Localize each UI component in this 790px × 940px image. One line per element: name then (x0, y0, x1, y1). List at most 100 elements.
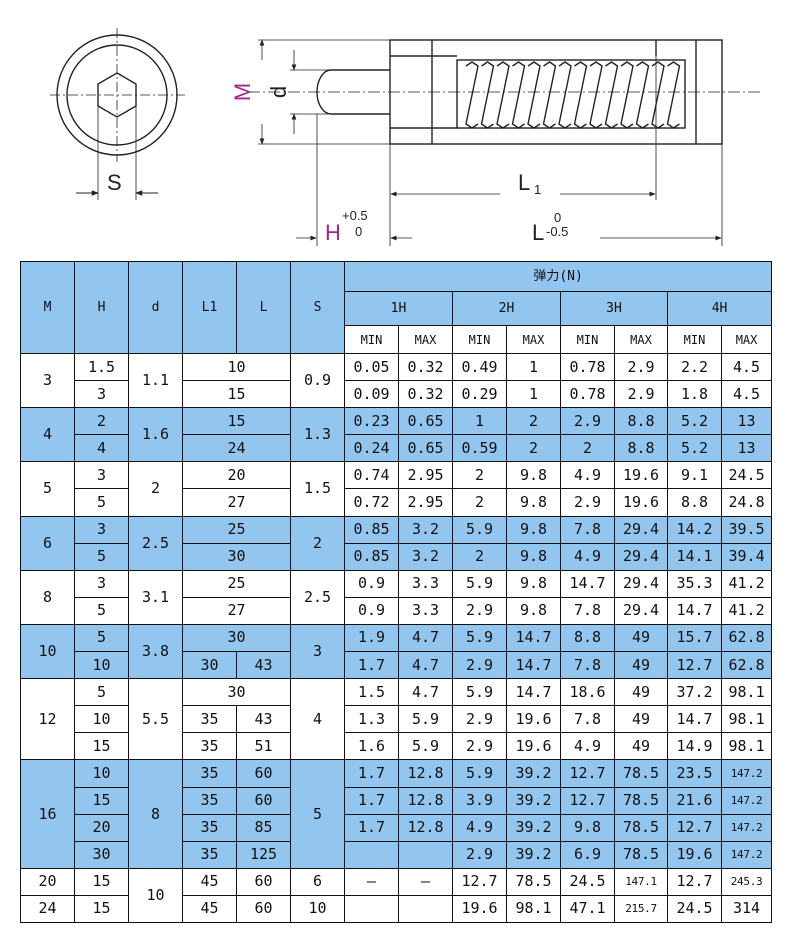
cell-force: 8.8 (667, 488, 722, 517)
header-s: S (290, 261, 345, 354)
l-tol-upper: 0 (554, 210, 561, 225)
cell-force: 5.9 (452, 515, 507, 544)
cell-m: 4 (20, 407, 75, 463)
header-h: H (74, 261, 129, 354)
cell-force: 0.9 (344, 569, 399, 598)
cell-h: 3 (74, 515, 129, 544)
cell-d: 2.5 (128, 515, 183, 571)
cell-force: 9.8 (560, 813, 615, 842)
cell-force: 19.6 (667, 840, 722, 869)
header-min: MIN (667, 325, 722, 354)
h-tol-upper: +0.5 (342, 208, 368, 223)
cell-force: 98.1 (720, 705, 773, 734)
cell-s: 0.9 (290, 352, 345, 409)
cell-force: 0.59 (452, 434, 507, 463)
cell-force: 15.7 (667, 623, 722, 653)
cell-force: 14.1 (667, 542, 722, 571)
cell-d: 3.8 (128, 623, 183, 680)
cell-m: 5 (20, 461, 75, 517)
cell-h: 15 (74, 894, 129, 923)
cell-force: 2.9 (452, 732, 507, 761)
cell-force: 2.9 (452, 840, 507, 869)
side-view (248, 39, 760, 145)
cell-l: 43 (236, 651, 291, 680)
cell-force: 24.5 (720, 461, 773, 490)
cell-force: 0.72 (344, 488, 399, 517)
cell-force: 14.2 (667, 515, 722, 544)
cell-force: 12.7 (560, 759, 615, 788)
cell-l1: 35 (182, 759, 237, 788)
cell-force: 5.2 (667, 434, 722, 463)
cell-l1-l: 25 (182, 569, 291, 598)
cell-d: 8 (128, 759, 183, 869)
cell-force: 62.8 (720, 623, 773, 653)
cell-force: 1.7 (344, 813, 399, 842)
cell-force: 2.95 (398, 488, 453, 517)
cell-h: 3 (74, 380, 129, 409)
s-dim-label: S (107, 170, 122, 195)
cell-m: 6 (20, 515, 75, 571)
cell-l1-l: 15 (182, 380, 291, 409)
cell-l1-l: 30 (182, 623, 291, 653)
cell-force (344, 840, 399, 869)
cell-force: 24.5 (667, 894, 722, 923)
cell-force: 0.85 (344, 515, 399, 544)
cell-force: 21.6 (667, 786, 722, 815)
cell-force: 1.7 (344, 786, 399, 815)
cell-h: 15 (74, 732, 129, 761)
cell-force: 4.5 (720, 352, 773, 382)
cell-force: 4.5 (720, 380, 773, 409)
cell-force: 9.8 (506, 596, 561, 625)
cell-force: 0.9 (344, 596, 399, 625)
header-l: L (236, 261, 291, 354)
cell-s: 2.5 (290, 569, 345, 625)
cell-force: 3.3 (398, 569, 453, 598)
cell-force: 0.24 (344, 434, 399, 463)
cell-force: 5.9 (398, 732, 453, 761)
cell-m: 10 (20, 623, 75, 680)
cell-force: 2.9 (614, 380, 668, 409)
cell-force: 2.2 (667, 352, 722, 382)
cell-force: 1 (452, 407, 507, 436)
header-min: MIN (344, 325, 399, 354)
cell-l1: 45 (182, 867, 237, 896)
header-grade-1h: 1H (344, 291, 453, 326)
cell-force: 1 (506, 352, 561, 382)
cell-force: 29.4 (614, 569, 668, 598)
cell-l: 51 (236, 732, 291, 761)
cell-l1: 45 (182, 894, 237, 923)
cell-force: 14.7 (560, 569, 615, 598)
cell-force: 1.7 (344, 759, 399, 788)
cell-h: 1.5 (74, 352, 129, 382)
cell-force: 314 (720, 894, 773, 923)
cell-force (398, 840, 453, 869)
cell-h: 5 (74, 596, 129, 625)
cell-force: 7.8 (560, 651, 615, 680)
cell-h: 2 (74, 407, 129, 436)
cell-force: 62.8 (720, 651, 773, 680)
cell-force: 9.8 (506, 515, 561, 544)
cell-s: 2 (290, 515, 345, 571)
header-max: MAX (614, 325, 668, 354)
header-grade-3h: 3H (560, 291, 668, 326)
cell-s: 5 (290, 759, 345, 869)
cell-force: 19.6 (614, 488, 668, 517)
cell-force: 98.1 (506, 894, 561, 923)
cell-force: 0.74 (344, 461, 399, 490)
cell-h: 5 (74, 678, 129, 707)
cell-force: 5.9 (452, 569, 507, 598)
cell-force: 147.2 (720, 840, 773, 869)
cell-h: 30 (74, 840, 129, 869)
header-max: MAX (398, 325, 453, 354)
cell-s: 1.5 (290, 461, 345, 517)
cell-force: 39.2 (506, 840, 561, 869)
cell-force: 1.8 (667, 380, 722, 409)
cell-force: 4.9 (560, 732, 615, 761)
cell-force: 2.95 (398, 461, 453, 490)
cell-h: 5 (74, 623, 129, 653)
cell-force: 4.9 (560, 461, 615, 490)
cell-force: 41.2 (720, 596, 773, 625)
cell-l1-l: 30 (182, 542, 291, 571)
